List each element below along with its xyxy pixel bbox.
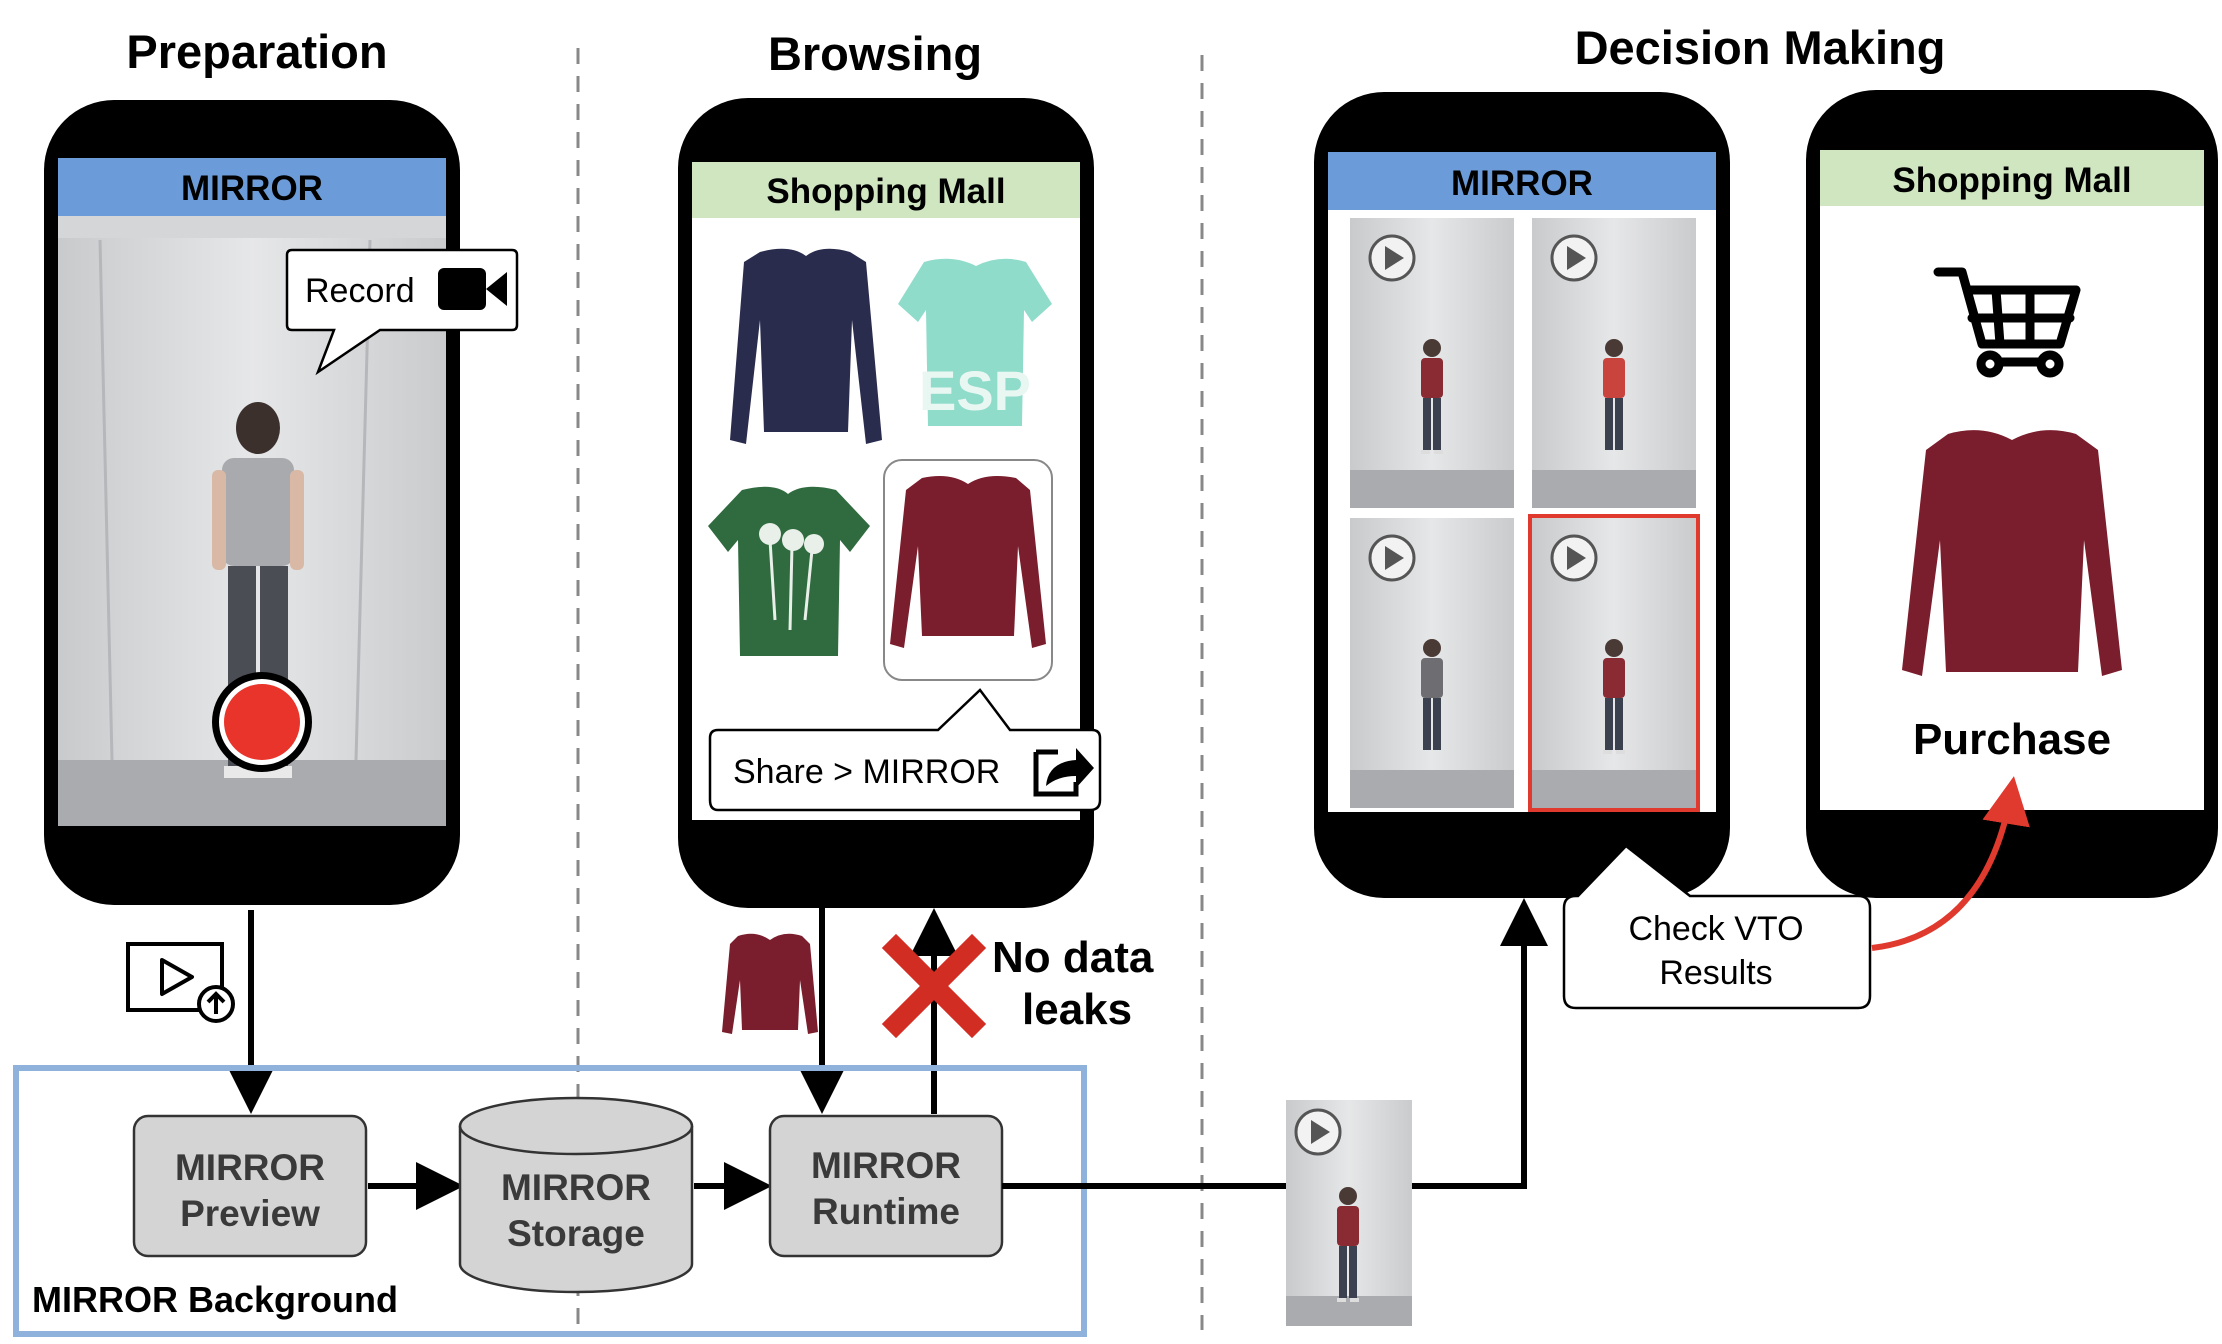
phone-mirror-results: MIRROR <box>1314 92 1730 898</box>
share-callout: Share > MIRROR <box>708 688 1102 812</box>
product-green-shirt[interactable] <box>708 486 870 656</box>
play-icon <box>1550 534 1598 582</box>
product-turquoise-shirt[interactable]: ESP <box>898 258 1052 426</box>
selected-result-highlight <box>1528 514 1700 812</box>
share-icon[interactable] <box>1033 748 1094 797</box>
phone-purchase: Shopping Mall Purchase <box>1806 90 2218 898</box>
mirror-app-title: MIRROR <box>181 169 323 208</box>
section-title-browsing: Browsing <box>768 27 982 80</box>
mall-purchase-title: Shopping Mall <box>1892 161 2131 200</box>
purchased-shirt <box>1902 430 2122 676</box>
storage-label-line-1: MIRROR <box>501 1167 651 1208</box>
storage-label-line-2: Storage <box>507 1213 645 1254</box>
product-navy-shirt[interactable] <box>730 248 882 444</box>
svg-text:ESP: ESP <box>919 359 1031 422</box>
record-button[interactable] <box>224 684 300 760</box>
record-callout: Record <box>285 248 519 376</box>
section-title-preparation: Preparation <box>126 25 387 78</box>
no-data-leaks-line-1: No data <box>992 933 1154 982</box>
play-icon <box>1550 234 1598 282</box>
play-icon <box>1294 1108 1342 1156</box>
video-upload-icon <box>126 942 235 1023</box>
check-vto-callout: Check VTO Results <box>1562 844 1872 1010</box>
vto-result-2[interactable] <box>1532 218 1696 508</box>
arrow-output-to-results <box>1412 898 1548 1189</box>
preview-label-line-1: MIRROR <box>175 1147 325 1188</box>
mirror-app-header <box>58 158 446 216</box>
video-camera-icon <box>438 268 507 310</box>
runtime-label-line-1: MIRROR <box>811 1145 961 1186</box>
phone-browsing: Shopping Mall ESP <box>678 98 1102 908</box>
shared-shirt-thumbnail <box>722 933 818 1034</box>
vto-result-1[interactable] <box>1350 218 1514 508</box>
mirror-results-header <box>1328 152 1716 210</box>
mirror-storage-cylinder: MIRROR Storage <box>458 1096 694 1294</box>
arrow-to-purchase <box>1871 776 2030 951</box>
mirror-runtime-box: MIRROR Runtime <box>768 1114 1004 1258</box>
check-vto-line-1: Check VTO <box>1628 910 1803 948</box>
vto-output-thumbnail <box>1286 1100 1412 1326</box>
mirror-background-label: MIRROR Background <box>32 1279 398 1320</box>
vto-result-4-selected[interactable] <box>1528 514 1700 812</box>
play-icon <box>1368 534 1416 582</box>
mirror-results-title: MIRROR <box>1451 164 1593 203</box>
runtime-label-line-2: Runtime <box>812 1191 960 1232</box>
mall-app-title: Shopping Mall <box>766 172 1005 211</box>
share-to-mirror-label: Share > MIRROR <box>733 753 1000 791</box>
cross-icon <box>881 933 987 1039</box>
preview-label-line-2: Preview <box>180 1193 320 1234</box>
mirror-background-box <box>13 1065 1087 1337</box>
mall-purchase-header <box>1820 150 2204 206</box>
purchase-button[interactable]: Purchase <box>1913 715 2111 764</box>
check-vto-line-2: Results <box>1659 954 1772 992</box>
mirror-preview-box: MIRROR Preview <box>132 1114 368 1258</box>
phone-preparation: MIRROR Record <box>44 100 519 905</box>
shopping-cart-icon[interactable] <box>1933 267 2081 378</box>
mall-app-header <box>692 162 1080 218</box>
product-maroon-shirt[interactable] <box>890 476 1046 648</box>
record-label: Record <box>305 272 415 310</box>
play-icon <box>1368 234 1416 282</box>
vto-result-3[interactable] <box>1350 518 1514 808</box>
section-title-decision-making: Decision Making <box>1575 21 1946 74</box>
no-data-leaks-line-2: leaks <box>1022 985 1132 1034</box>
